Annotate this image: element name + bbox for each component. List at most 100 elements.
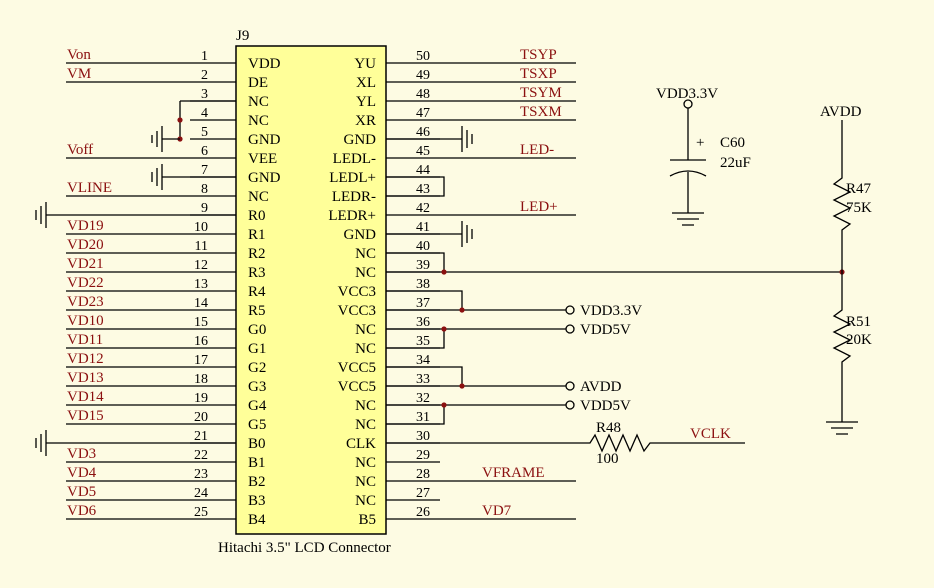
pin-name: R4	[248, 284, 266, 300]
pin-number: 7	[201, 163, 208, 178]
pin-number: 11	[195, 239, 208, 254]
ground-symbol	[151, 164, 236, 190]
port-vdd5v-a	[565, 324, 575, 334]
port-vdd5v-b	[565, 400, 575, 410]
ground-symbol	[35, 202, 236, 228]
net-label: LED+	[520, 199, 558, 215]
pin-number: 5	[201, 125, 208, 140]
c60-value: 22uF	[720, 155, 751, 171]
pin-number: 49	[416, 68, 430, 83]
pin-name: NC	[355, 341, 376, 357]
net-label-vclk: VCLK	[690, 426, 731, 442]
left-pin-jumpers	[177, 100, 236, 142]
pin-name: NC	[355, 474, 376, 490]
pin-name: G1	[248, 341, 266, 357]
pin-name: LEDL+	[329, 170, 376, 186]
pin-number: 32	[416, 391, 430, 406]
pin-name: G0	[248, 322, 266, 338]
r51-ref: R51	[846, 314, 871, 330]
ground-symbol	[386, 221, 473, 247]
pin-number: 40	[416, 239, 430, 254]
net-label: VD11	[67, 332, 103, 348]
pin-name: R1	[248, 227, 266, 243]
c60-supply-label: VDD3.3V	[656, 86, 718, 102]
c60-ref: C60	[720, 135, 745, 151]
pin-name: B5	[358, 512, 376, 528]
jumper-38-37	[386, 290, 463, 310]
r48-ref: R48	[596, 420, 621, 436]
capacitor-c60	[669, 99, 707, 226]
pin-name: NC	[248, 189, 269, 205]
net-label: Von	[67, 47, 91, 63]
pin-name: R3	[248, 265, 266, 281]
junction-dot	[459, 383, 465, 389]
right-pin-group: 50YUTSYP49XLTSXP48YLTSYM47XRTSXM46GND45L…	[328, 47, 576, 528]
junction-dot	[459, 307, 465, 313]
pin-name: B4	[248, 512, 266, 528]
pin-name: G4	[248, 398, 267, 414]
pin-name: LEDL-	[333, 151, 376, 167]
pin-name: DE	[248, 75, 268, 91]
port-vdd33-a	[565, 305, 575, 315]
pin-name: XR	[355, 113, 376, 129]
pin-number: 37	[416, 296, 430, 311]
port-label: VDD5V	[580, 398, 631, 414]
pin-number: 10	[194, 220, 208, 235]
pin-number: 23	[194, 467, 208, 482]
net-label: TSXM	[520, 104, 562, 120]
port-label: AVDD	[580, 379, 622, 395]
pin-name: LEDR+	[328, 208, 376, 224]
pin-name: CLK	[346, 436, 376, 452]
port-label: VDD5V	[580, 322, 631, 338]
pin-name: B2	[248, 474, 266, 490]
pin-name: R2	[248, 246, 266, 262]
pin-name: VDD	[248, 56, 281, 72]
pin-name: YL	[356, 94, 376, 110]
net-label: VD20	[67, 237, 104, 253]
pin-number: 45	[416, 144, 430, 159]
pin-number: 29	[416, 448, 430, 463]
pin-number: 47	[416, 106, 430, 121]
pin-name: LEDR-	[332, 189, 376, 205]
pin-number: 9	[201, 201, 208, 216]
pin-45: 45 LEDL- LED-	[333, 142, 576, 167]
net-label: VM	[67, 66, 91, 82]
pin-name: B0	[248, 436, 266, 452]
pin-name: G5	[248, 417, 266, 433]
pin-number: 21	[194, 429, 208, 444]
ground-symbol	[151, 126, 180, 152]
junction-dot	[441, 326, 447, 332]
junction-dot	[177, 117, 183, 123]
pin-name: VCC5	[338, 360, 376, 376]
pin-34: 34 VCC5	[338, 353, 440, 376]
pin-name: VCC3	[338, 284, 376, 300]
r48-value: 100	[596, 451, 619, 467]
pin-name: NC	[248, 94, 269, 110]
junction-dot	[441, 402, 447, 408]
r51-value: 20K	[846, 332, 872, 348]
net-label: LED-	[520, 142, 554, 158]
pin-number: 6	[201, 144, 208, 159]
pin-name: VEE	[248, 151, 277, 167]
pin-name: NC	[355, 417, 376, 433]
pin-number: 34	[416, 353, 430, 368]
net-label: VD5	[67, 484, 96, 500]
jumper-36-35	[386, 329, 445, 349]
port-label: VDD3.3V	[580, 303, 642, 319]
jumper-44-43	[386, 176, 445, 197]
pin-number: 20	[194, 410, 208, 425]
